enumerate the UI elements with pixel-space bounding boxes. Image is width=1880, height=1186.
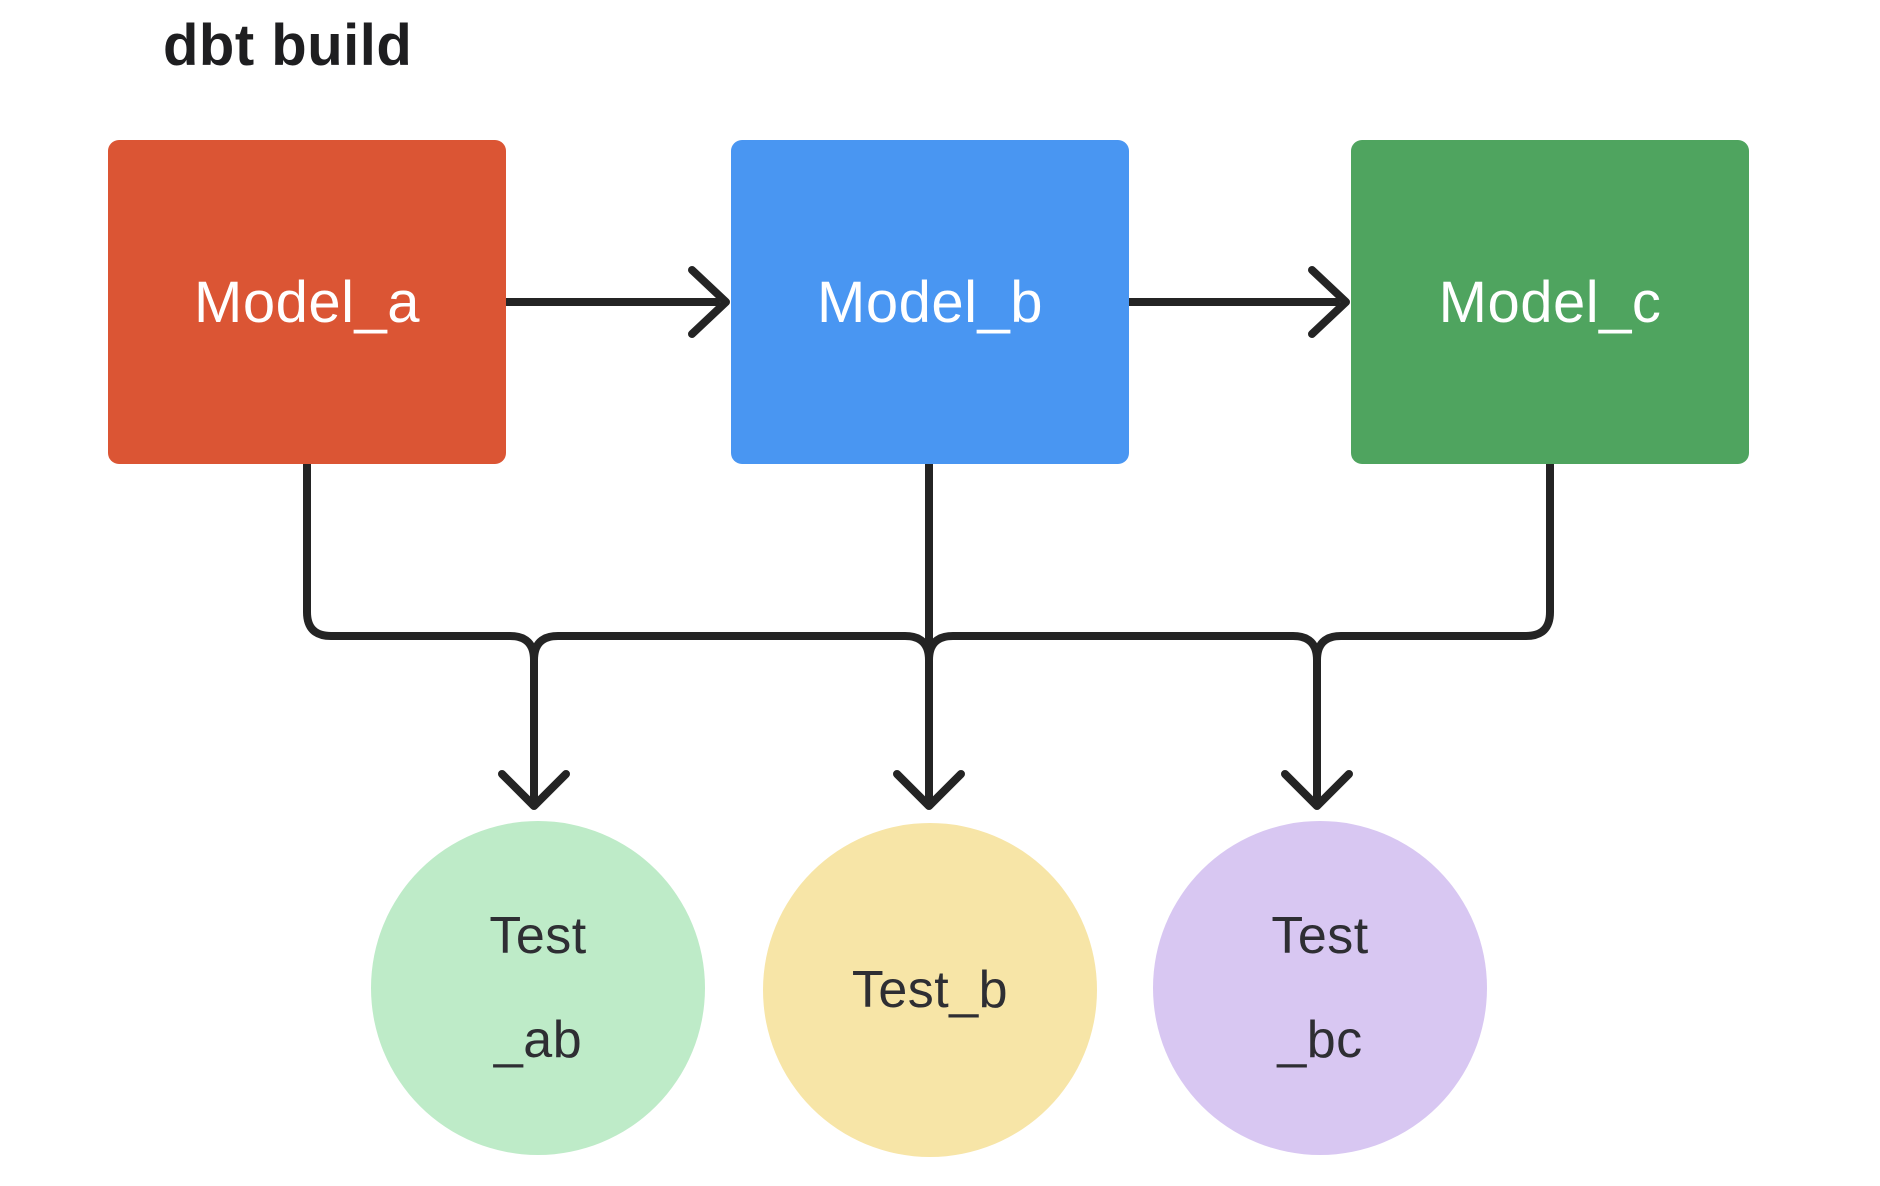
- test-b-node: Test_b: [763, 823, 1097, 1157]
- test-b-label-line1: Test_b: [851, 961, 1009, 1019]
- model-b-node: Model_b: [731, 140, 1129, 464]
- connector-bus-right: [925, 632, 1321, 664]
- model-a-label: Model_a: [194, 269, 420, 335]
- diagram-title: dbt build: [163, 13, 413, 78]
- connector-model-a-bus: [303, 460, 570, 810]
- test-bc-label-line1: Test: [1271, 907, 1369, 965]
- test-ab-node: Test _ab: [371, 821, 705, 1155]
- model-b-label: Model_b: [817, 269, 1043, 335]
- model-c-node: Model_c: [1351, 140, 1749, 464]
- arrow-model-a-to-model-b: [502, 266, 730, 338]
- test-ab-label-line2: _ab: [493, 1011, 583, 1069]
- test-bc-label-line2: _bc: [1277, 1011, 1363, 1069]
- model-a-node: Model_a: [108, 140, 506, 464]
- arrow-model-b-to-model-c: [1124, 266, 1350, 338]
- connector-test-bc-branch: [1281, 656, 1353, 810]
- model-c-label: Model_c: [1438, 269, 1662, 335]
- test-bc-node: Test _bc: [1153, 821, 1487, 1155]
- connector-model-b-drop: [893, 460, 965, 810]
- connector-model-c-bus: [1313, 460, 1554, 664]
- test-ab-label-line1: Test: [489, 907, 587, 965]
- connector-bus-left: [530, 632, 933, 664]
